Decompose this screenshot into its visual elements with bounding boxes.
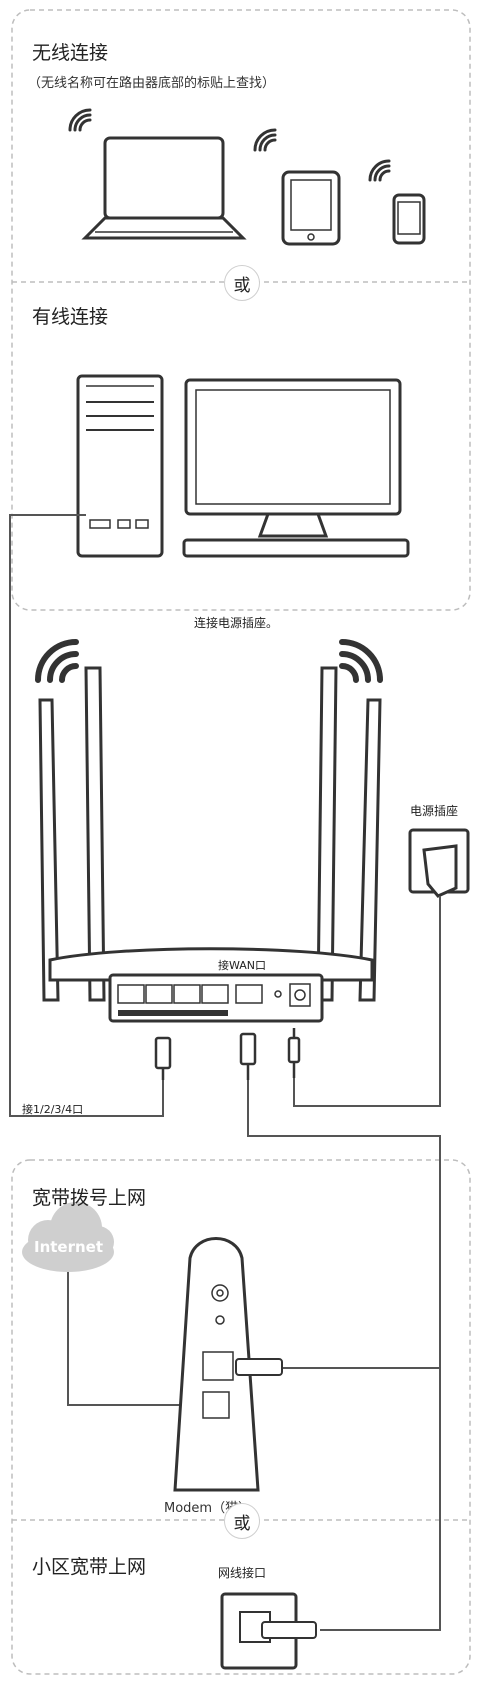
network-jack-label: 网线接口	[218, 1566, 267, 1580]
wifi-icon	[253, 128, 277, 152]
wired-title: 有线连接	[32, 306, 109, 328]
lan-port-label: 接1/2/3/4口	[22, 1103, 84, 1116]
router-antenna-icon	[38, 666, 382, 1002]
wireless-title: 无线连接	[32, 42, 109, 64]
or-badge-2: 或	[224, 1503, 260, 1539]
or-badge: 或	[224, 265, 260, 301]
wireless-subtitle: （无线名称可在路由器底部的标贴上查找）	[28, 76, 276, 91]
power-plug-icon	[287, 1028, 301, 1078]
wifi-icon	[68, 108, 92, 132]
power-note: 连接电源插座。	[194, 616, 279, 630]
router-wifi-right-icon	[339, 639, 383, 683]
laptop-icon	[81, 136, 247, 240]
wan-cable	[247, 1080, 441, 1631]
internet-label: Internet	[34, 1238, 104, 1256]
phone-icon	[392, 193, 426, 245]
internet-frame	[11, 1159, 471, 1675]
internet-modem-cable	[67, 1270, 198, 1406]
wifi-icon	[368, 159, 391, 182]
power-cable	[293, 896, 441, 1107]
modem-icon	[173, 1237, 283, 1492]
network-jack-icon	[220, 1592, 317, 1670]
lan-plug-icon	[154, 1036, 172, 1080]
wan-port-label: 接WAN口	[218, 959, 267, 972]
power-outlet-label: 电源插座	[410, 804, 459, 818]
power-outlet-icon	[408, 828, 470, 898]
router-body-icon	[48, 947, 374, 1023]
router-wifi-left-icon	[35, 639, 79, 683]
lan-cable	[9, 514, 164, 1117]
tablet-icon	[281, 170, 341, 246]
community-title: 小区宽带上网	[32, 1556, 147, 1578]
wan-plug-icon	[239, 1032, 257, 1080]
broadband-title: 宽带拨号上网	[32, 1187, 147, 1209]
client-devices-frame	[11, 9, 471, 611]
desktop-tower-icon	[76, 374, 164, 558]
internet-cloud-icon	[22, 1202, 114, 1272]
cables	[9, 514, 441, 1631]
monitor-icon	[182, 378, 410, 558]
